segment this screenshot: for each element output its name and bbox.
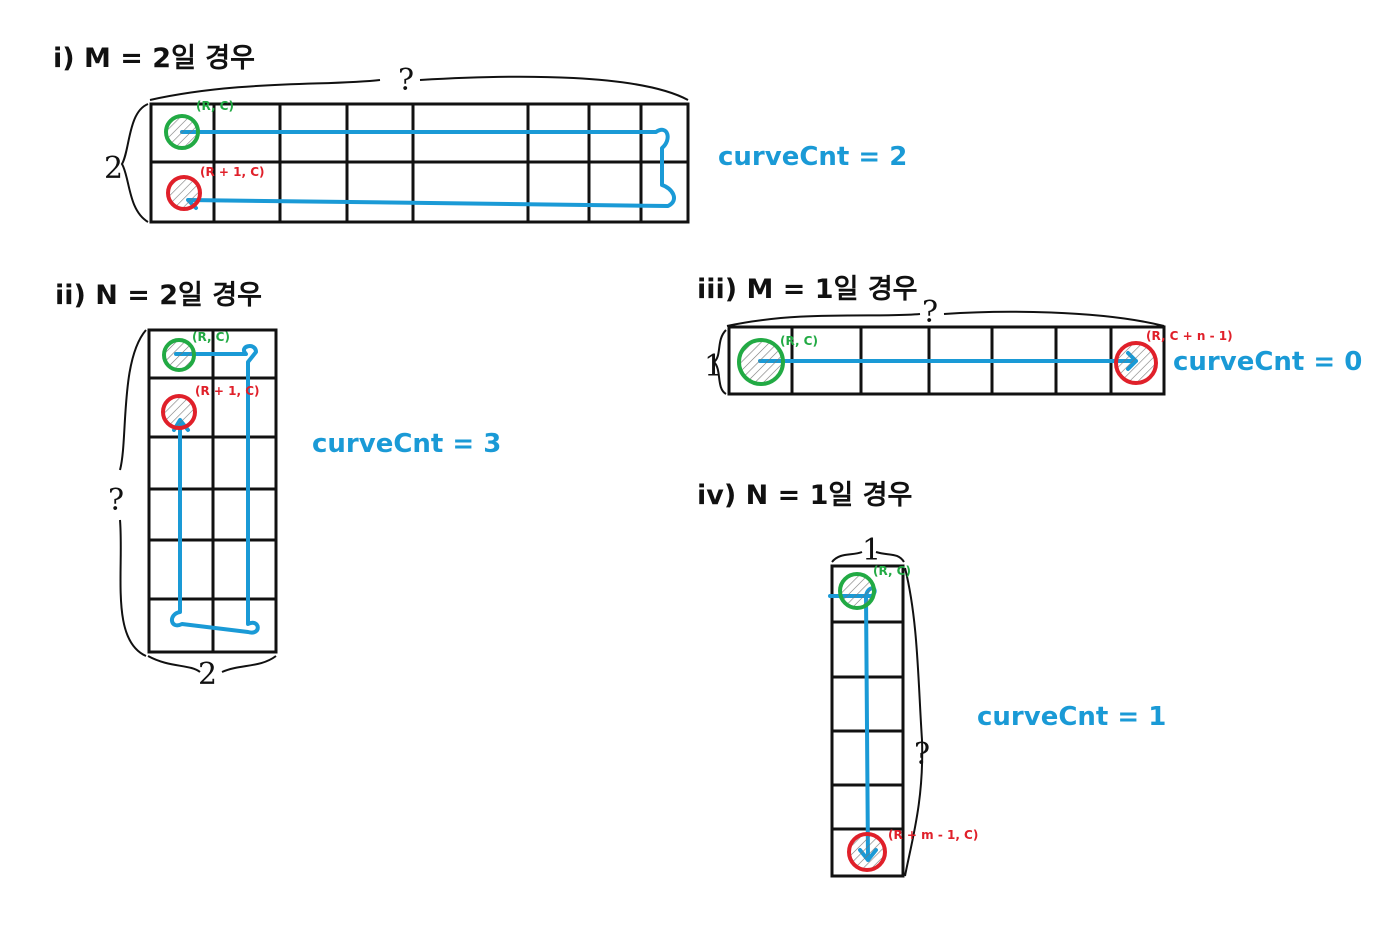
case2-title: ii) N = 2일 경우 [55, 280, 262, 311]
case2-end-marker [161, 394, 197, 430]
case4-start-label: (R, C) [873, 564, 911, 578]
case1-start-label: (R, C) [196, 99, 234, 113]
case3-start-marker [737, 338, 785, 386]
case2-height-mark: ? [108, 483, 124, 518]
case2-end-label: (R + 1, C) [195, 384, 260, 398]
case3-start-label: (R, C) [780, 334, 818, 348]
case4-end-marker [847, 832, 887, 872]
case1-width-mark: ? [398, 63, 414, 98]
case2-width-mark: 2 [198, 657, 217, 692]
case3-width-mark: ? [922, 295, 938, 330]
case1-curve-count: curveCnt = 2 [718, 142, 907, 172]
case3-end-marker [1114, 341, 1158, 385]
case2-start-marker [162, 338, 196, 372]
case3-group: iii) M = 1일 경우 ? 1 (R, C) (R, C + n - 1)… [697, 274, 1362, 396]
case1-group: i) M = 2일 경우 ? 2 (R, C) (R + 1, C) curve… [53, 43, 907, 224]
case3-height-mark: 1 [704, 349, 723, 384]
case3-height-brace [712, 329, 727, 395]
case1-end-label: (R + 1, C) [200, 165, 265, 179]
case3-width-brace [726, 310, 1165, 327]
case1-start-marker [164, 114, 200, 150]
case4-path [828, 586, 878, 862]
case4-curve-count: curveCnt = 1 [977, 702, 1166, 732]
case4-height-mark: ? [914, 737, 930, 772]
case3-title: iii) M = 1일 경우 [697, 274, 918, 305]
case1-width-brace [149, 75, 689, 101]
case2-height-brace [119, 329, 147, 657]
case4-width-brace [831, 551, 905, 563]
case2-curve-count: curveCnt = 3 [312, 429, 501, 459]
case4-start-marker [838, 572, 876, 610]
case4-group: iv) N = 1일 경우 1 ? (R, C) (R + m - 1, C) … [697, 480, 1166, 878]
case4-height-brace [904, 567, 924, 877]
case1-height-mark: 2 [104, 151, 123, 186]
case2-width-brace [147, 655, 277, 673]
case1-path [180, 128, 676, 210]
case2-group: ii) N = 2일 경우 ? 2 (R, C) (R + 1, C) curv… [55, 280, 501, 692]
case1-end-marker [166, 175, 202, 211]
case2-grid [147, 328, 278, 654]
case3-end-label: (R, C + n - 1) [1146, 329, 1233, 343]
case1-height-brace [120, 103, 149, 223]
case1-title: i) M = 2일 경우 [53, 43, 255, 74]
case2-start-label: (R, C) [192, 330, 230, 344]
case4-end-label: (R + m - 1, C) [888, 828, 978, 842]
case4-width-mark: 1 [862, 533, 881, 568]
case4-title: iv) N = 1일 경우 [697, 480, 912, 511]
case3-curve-count: curveCnt = 0 [1173, 347, 1362, 377]
case3-path [758, 351, 1138, 371]
